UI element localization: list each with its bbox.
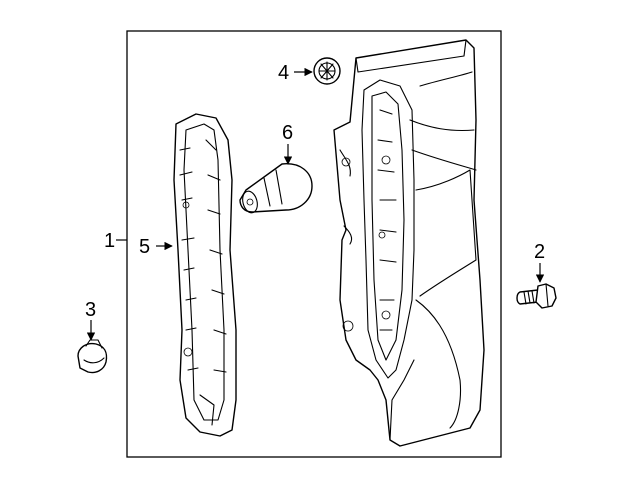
callout-4-label: 4 [278, 62, 289, 84]
tail-lamp-housing[interactable] [333, 39, 485, 447]
assembly-frame [126, 30, 502, 458]
bolt-part[interactable] [516, 283, 557, 309]
push-clip-part[interactable] [77, 339, 108, 374]
callout-5-label: 5 [139, 236, 150, 258]
grommet-part[interactable] [313, 57, 341, 85]
callout-6-label: 6 [282, 122, 293, 144]
lamp-gasket-part[interactable] [173, 113, 237, 437]
callout-3-label: 3 [85, 299, 96, 321]
bulb-part[interactable] [239, 163, 313, 215]
callout-2-label: 2 [534, 241, 545, 263]
callout-1-label: 1 [104, 230, 115, 252]
